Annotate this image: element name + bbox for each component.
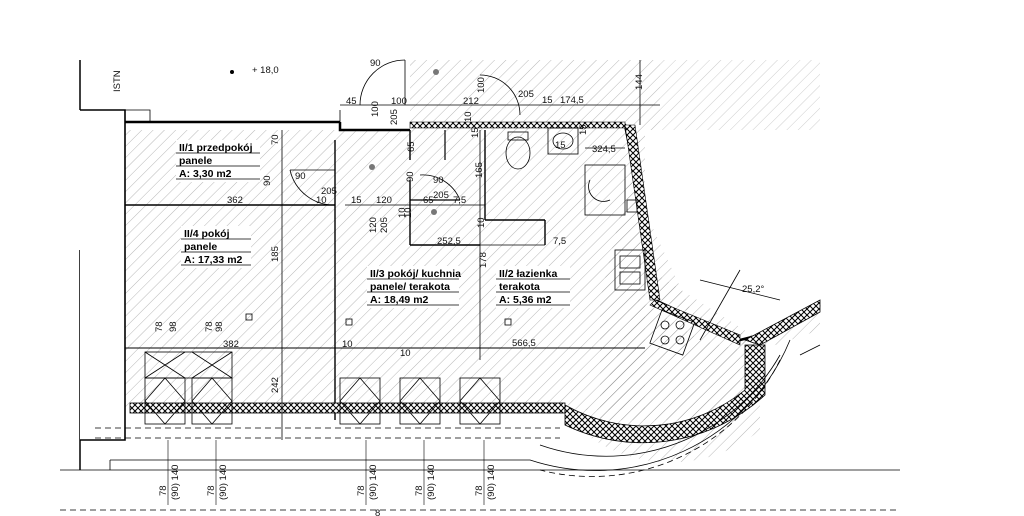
- dimension-label: 120: [376, 195, 392, 206]
- bottom-dim-b: (90) 140: [368, 465, 379, 500]
- dimension-label: 78: [204, 321, 215, 332]
- room-finish: panele: [179, 155, 212, 167]
- dimension-label: 98: [214, 321, 225, 332]
- dimension-label: 144: [634, 74, 645, 90]
- room-area: A: 3,30 m2: [179, 168, 232, 180]
- kitchen-fixtures: [614, 249, 696, 356]
- dimension-label: 10: [316, 195, 327, 206]
- dimension-label: 90: [262, 175, 273, 186]
- dimension-label: 7,5: [553, 236, 566, 247]
- dimension-label: 98: [168, 321, 179, 332]
- doors: [289, 59, 521, 206]
- bottom-dim-a: 78: [414, 485, 425, 496]
- window: [399, 377, 441, 425]
- bottom-dim-a: 78: [356, 485, 367, 496]
- existing-wall: [79, 60, 341, 470]
- bottom-dim-b: (90) 140: [486, 465, 497, 500]
- room-finish: terakota: [499, 281, 540, 293]
- room-area: A: 5,36 m2: [499, 294, 552, 306]
- dimension-label: 90: [295, 171, 306, 182]
- dimension-label: 78: [154, 321, 165, 332]
- dimension-label: 15: [578, 124, 589, 135]
- bathroom-fixtures: [505, 127, 638, 216]
- dimension-label: 65: [406, 141, 417, 152]
- shower-icon: [584, 164, 626, 216]
- dimension-label: 174,5: [560, 95, 584, 106]
- dimension-label: 7,5: [453, 195, 466, 206]
- dimension-lines: [125, 60, 781, 440]
- top-dim-90: 90: [370, 58, 381, 69]
- dimension-label: 100: [391, 96, 407, 107]
- dimension-label: 324,5: [592, 144, 616, 155]
- room-name: II/2 łazienka: [499, 268, 558, 280]
- room-finish: panele/ terakota: [370, 281, 450, 293]
- dimension-label: 242: [270, 377, 281, 393]
- room-name: II/3 pokój/ kuchnia: [370, 268, 461, 280]
- dimension-label: 45: [346, 96, 357, 107]
- room-name: II/1 przedpokój: [179, 142, 253, 154]
- window: [459, 377, 501, 425]
- dimension-label: 15: [555, 140, 566, 151]
- page-mark: 8: [375, 508, 380, 516]
- dimension-label: 70: [270, 134, 281, 145]
- dimension-label: 15: [351, 195, 362, 206]
- dimension-label: 100: [476, 77, 487, 93]
- bottom-dim-a: 78: [158, 485, 169, 496]
- angle-label: 25,2°: [742, 284, 764, 295]
- dimension-label: 205: [321, 186, 337, 197]
- room-finish: panele: [184, 241, 217, 253]
- dimension-label: 10: [400, 348, 411, 359]
- dimension-label: 205: [389, 109, 400, 125]
- bottom-dim-a: 78: [206, 485, 217, 496]
- dimension-label: 15: [542, 95, 553, 106]
- dimension-label: 10: [342, 339, 353, 350]
- istn-label: ISTN: [112, 70, 123, 92]
- toilet-icon: [505, 136, 531, 170]
- room-area: A: 18,49 m2: [370, 294, 429, 306]
- kitchen-sink-icon: [614, 249, 646, 291]
- dimension-label: 205: [433, 190, 449, 201]
- dimension-label: 120: [368, 217, 379, 233]
- dimension-label: 566,5: [512, 338, 536, 349]
- dimension-label: 10: [403, 207, 414, 218]
- dimension-label: 205: [379, 217, 390, 233]
- dimension-label: 90: [405, 171, 416, 182]
- dimension-label: 15: [470, 127, 481, 138]
- stove-icon: [649, 309, 696, 356]
- dimension-label: 10: [476, 217, 487, 228]
- windows: [144, 351, 501, 425]
- level-label: + 18,0: [252, 65, 279, 76]
- window: [339, 377, 381, 425]
- dimension-label: 185: [270, 246, 281, 262]
- terrace-outline: [60, 339, 900, 511]
- dimension-label: 205: [518, 89, 534, 100]
- bottom-dim-b: (90) 140: [426, 465, 437, 500]
- sink-icon: [547, 127, 579, 155]
- room-name: II/4 pokój: [184, 228, 230, 240]
- dimension-label: 90: [433, 175, 444, 186]
- dimension-label: 178: [478, 252, 489, 268]
- dimension-label: 382: [223, 339, 239, 350]
- bottom-dim-b: (90) 140: [170, 465, 181, 500]
- bottom-dim-a: 78: [474, 485, 485, 496]
- dimension-label: 212: [463, 96, 479, 107]
- dimension-label: 10: [397, 207, 408, 218]
- dimension-label: 65: [423, 195, 434, 206]
- markers: [230, 69, 512, 326]
- bottom-dim-b: (90) 140: [218, 465, 229, 500]
- dimension-label: 100: [370, 101, 381, 117]
- room-area: A: 17,33 m2: [184, 254, 243, 266]
- dimension-label: 252,5: [437, 236, 461, 247]
- dimension-label: 10: [463, 111, 474, 122]
- dimension-label: 165: [474, 162, 485, 178]
- dimension-label: 362: [227, 195, 243, 206]
